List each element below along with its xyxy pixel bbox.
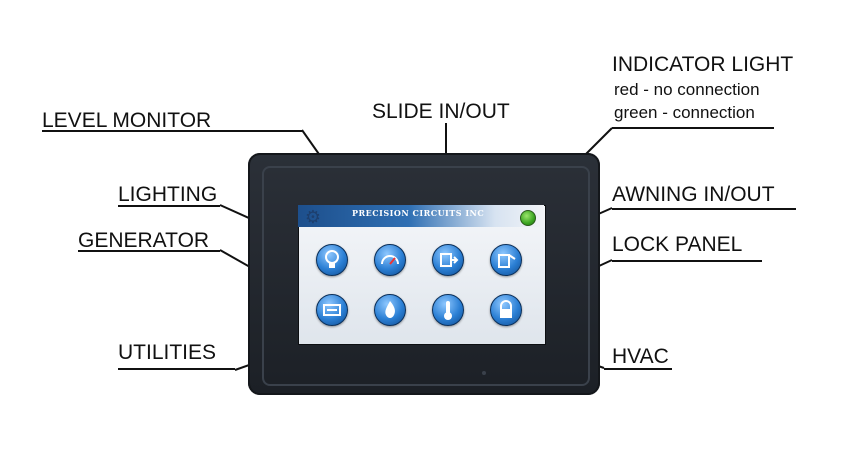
underline-level-monitor: [42, 130, 302, 132]
level-monitor-button[interactable]: [374, 244, 406, 276]
underline-awning: [612, 208, 796, 210]
label-generator: GENERATOR: [78, 229, 210, 252]
screen-header: [298, 205, 544, 227]
generator-icon: [323, 304, 341, 316]
generator-button[interactable]: [316, 294, 348, 326]
flame-icon: [385, 301, 395, 318]
label-indicator-green: green - connection: [614, 103, 755, 122]
hvac-button[interactable]: [432, 294, 464, 326]
lightbulb-icon: [325, 250, 339, 268]
panel-bezel-frame: [262, 166, 590, 386]
lighting-button[interactable]: [316, 244, 348, 276]
panel-sensor-dot: [482, 371, 486, 375]
utilities-button[interactable]: [374, 294, 406, 326]
screen-brand-title: PRECISION CIRCUITS INC: [352, 208, 485, 218]
label-lighting: LIGHTING: [118, 183, 218, 206]
gauge-icon: [381, 255, 399, 265]
underline-hvac: [604, 368, 672, 370]
slide-icon: [440, 253, 459, 267]
slide-in-out-button[interactable]: [432, 244, 464, 276]
gear-icon[interactable]: ⚙: [304, 207, 322, 227]
underline-utilities: [118, 368, 235, 370]
thermometer-icon: [444, 301, 452, 320]
label-slide-in-out: SLIDE IN/OUT: [372, 100, 510, 123]
label-indicator-light: INDICATOR LIGHT: [612, 53, 794, 76]
underline-generator: [78, 250, 220, 252]
awning-in-out-button[interactable]: [490, 244, 522, 276]
label-utilities: UTILITIES: [118, 341, 217, 364]
label-awning-in-out: AWNING IN/OUT: [612, 183, 775, 206]
underline-indicator: [612, 127, 774, 129]
lock-icon: [500, 300, 512, 318]
label-level-monitor: LEVEL MONITOR: [42, 109, 212, 132]
label-lock-panel: LOCK PANEL: [612, 233, 743, 256]
lock-panel-button[interactable]: [490, 294, 522, 326]
awning-icon: [498, 254, 516, 268]
underline-lighting: [118, 205, 220, 207]
label-hvac: HVAC: [612, 345, 669, 368]
underline-lock-panel: [612, 260, 762, 262]
label-indicator-red: red - no connection: [614, 80, 760, 99]
indicator-light: [520, 210, 536, 226]
